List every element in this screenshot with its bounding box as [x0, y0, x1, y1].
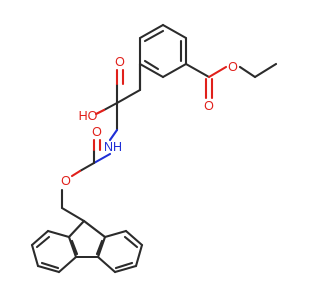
- acid-carbonyl-oxygen-label: O: [115, 55, 125, 69]
- fluorenyl-group: [30, 219, 144, 274]
- amino-acid-backbone: [94, 62, 142, 142]
- acid-hydroxyl-label: HO: [79, 109, 98, 123]
- carbamate-ether-oxygen-label: O: [61, 174, 71, 188]
- carbamate-group: [60, 138, 112, 223]
- carbamate-carbonyl-oxygen-label: O: [92, 125, 102, 139]
- benzene-ring: [138, 23, 188, 79]
- ester-carbonyl-oxygen-label: O: [204, 99, 214, 113]
- molecule-structure: O O O HO NH O O: [30, 23, 278, 274]
- amine-nh-label: NH: [104, 140, 122, 154]
- ester-ether-oxygen-label: O: [228, 60, 238, 74]
- ethyl-ester-group: [184, 62, 278, 100]
